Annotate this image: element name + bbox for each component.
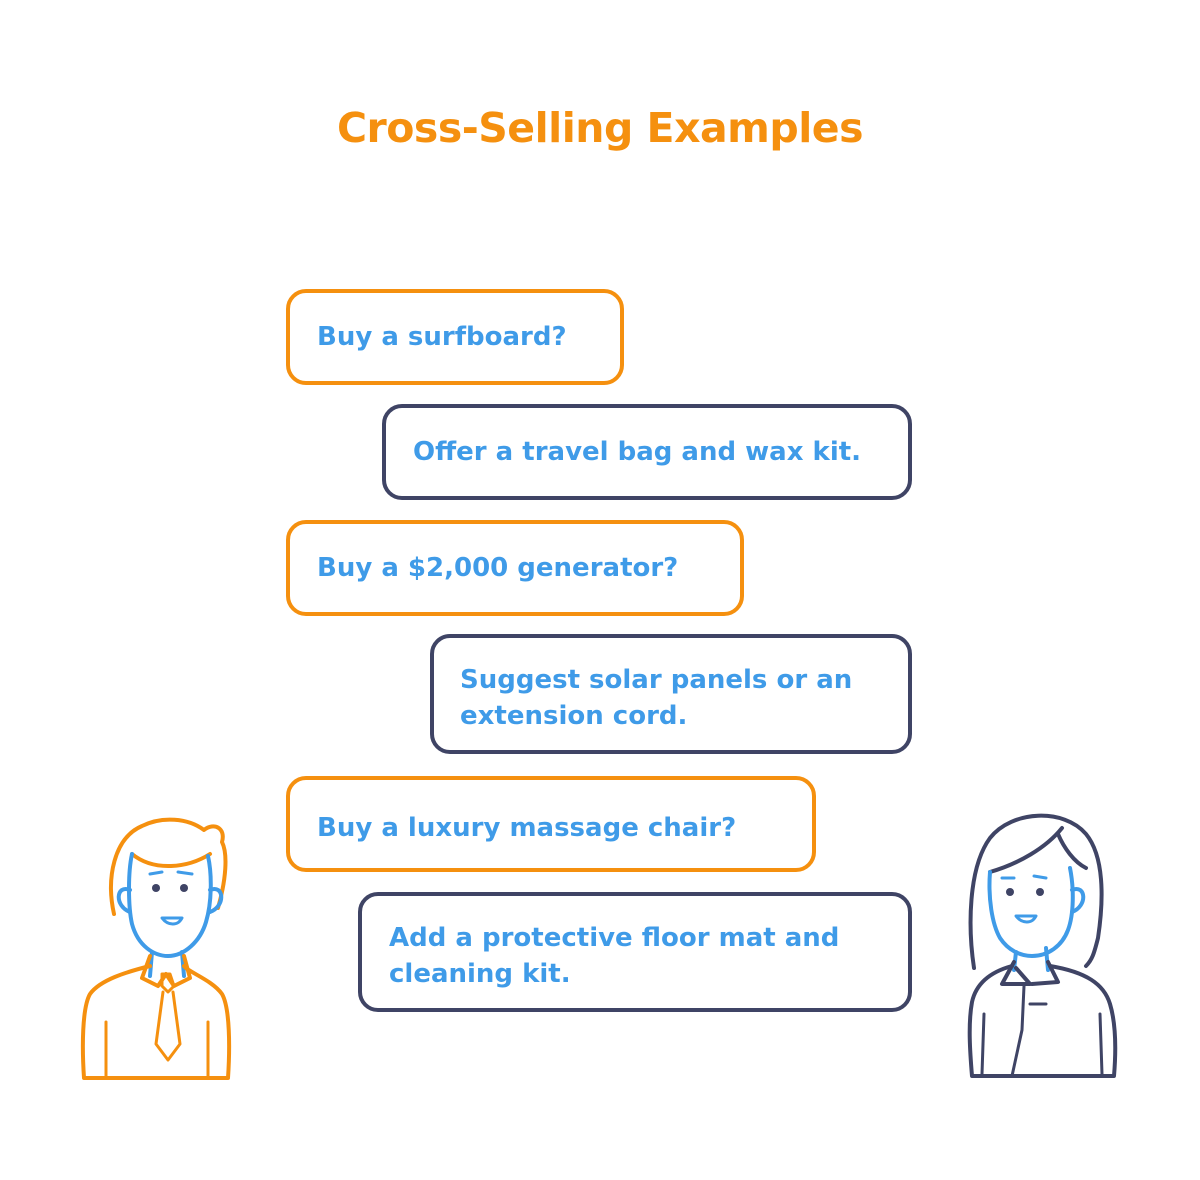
speech-bubble-answer-1: Offer a travel bag and wax kit. [382, 404, 912, 500]
bubble-text: Offer a travel bag and wax kit. [413, 437, 862, 467]
speech-bubble-answer-2: Suggest solar panels or an extension cor… [430, 634, 912, 754]
bubble-text: Buy a $2,000 generator? [317, 553, 679, 583]
speech-bubble-question-1: Buy a surfboard? [286, 289, 624, 385]
salesman-body [80, 964, 232, 1080]
speech-bubble-question-3: Buy a luxury massage chair? [286, 776, 816, 872]
bubble-text: Add a protective floor mat and cleaning … [389, 923, 840, 989]
customer-face [987, 866, 1075, 958]
bubble-text: Buy a surfboard? [317, 322, 567, 352]
bubble-text: Buy a luxury massage chair? [317, 813, 737, 843]
customer-figure [967, 813, 1118, 1078]
speech-bubble-question-2: Buy a $2,000 generator? [286, 520, 744, 616]
page-title: Cross-Selling Examples [336, 104, 864, 152]
salesman-figure [80, 817, 232, 1080]
customer-hair [968, 813, 1104, 970]
salesman-face [127, 852, 213, 958]
customer-body [967, 964, 1118, 1078]
tie-icon [160, 972, 176, 994]
bubble-text: Suggest solar panels or an extension cor… [460, 665, 853, 731]
speech-bubble-answer-3: Add a protective floor mat and cleaning … [358, 892, 912, 1012]
salesman-hair [109, 817, 228, 916]
